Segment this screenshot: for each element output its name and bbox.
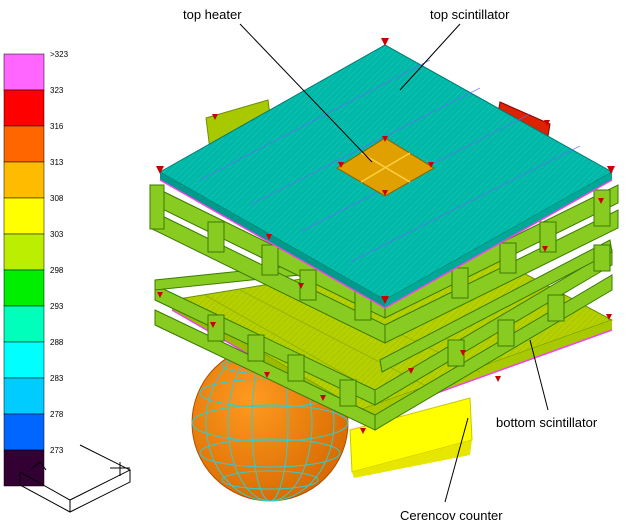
- legend-swatch: [3, 197, 45, 235]
- legend-swatch: [3, 305, 45, 343]
- callout-top-scintillator: top scintillator: [430, 7, 510, 22]
- legend-label: 278: [50, 410, 64, 419]
- callout-cerenkov-counter: Cerencov counter: [400, 508, 503, 523]
- legend-swatch: [3, 125, 45, 163]
- top-scintillator-frames: [149, 184, 619, 344]
- legend-swatch: [3, 341, 45, 379]
- legend-label: 313: [50, 158, 64, 167]
- legend-label: 298: [50, 266, 64, 275]
- legend-swatch: [3, 53, 45, 91]
- legend-swatch: [3, 269, 45, 307]
- leader-top-scintillator: [399, 23, 461, 91]
- legend-label: >323: [50, 50, 69, 59]
- legend-label: 293: [50, 302, 64, 311]
- legend-label: 316: [50, 122, 64, 131]
- legend-swatch: [3, 89, 45, 127]
- legend-label: 283: [50, 374, 64, 383]
- cerenkov-counter-body: [349, 397, 473, 478]
- legend-label: 273: [50, 446, 64, 455]
- legend-label: 323: [50, 86, 64, 95]
- callout-bottom-scintillator: bottom scintillator: [496, 415, 598, 430]
- legend-label: 303: [50, 230, 64, 239]
- axis-triad-icon: [19, 444, 132, 513]
- top-heater: [336, 137, 435, 197]
- legend-label: 288: [50, 338, 64, 347]
- legend-swatch: [3, 233, 45, 271]
- legend-swatch: [3, 449, 45, 487]
- legend-swatch: [3, 161, 45, 199]
- legend-label: 308: [50, 194, 64, 203]
- leader-cerenkov-counter: [444, 417, 469, 503]
- temperature-legend: [3, 53, 45, 487]
- callout-top-heater: top heater: [183, 7, 242, 22]
- leader-bottom-scintillator: [529, 339, 549, 411]
- legend-swatch: [3, 413, 45, 451]
- callout-leaders: [239, 23, 549, 503]
- leader-top-heater: [239, 23, 373, 163]
- bottom-scintillator-frames: [154, 239, 613, 431]
- legend-swatch: [3, 377, 45, 415]
- heater-markers: [156, 38, 615, 434]
